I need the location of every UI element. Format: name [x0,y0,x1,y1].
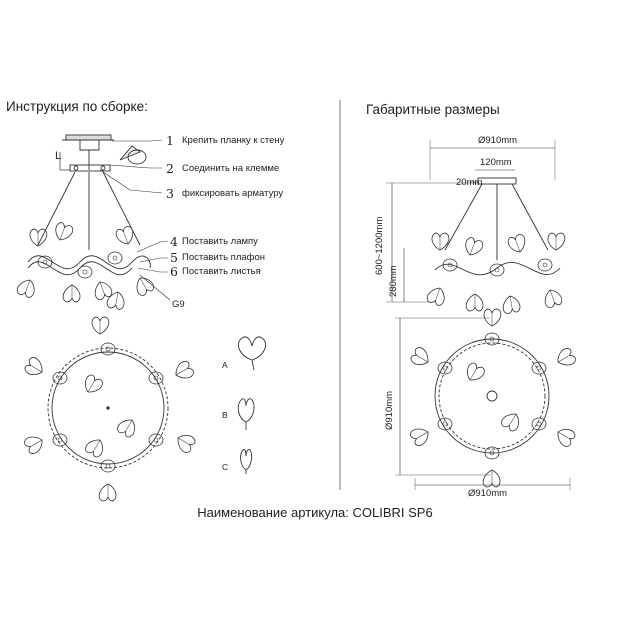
plan-depth-dim: Ø910mm [384,390,395,430]
article-caption: Наименование артикула: COLIBRI SP6 [197,505,433,520]
canopy-width-dim: 120mm [480,157,512,168]
step-3-number: 3 [166,186,174,201]
assembly-plan-view [22,316,198,502]
step-1-number: 1 [166,133,174,148]
step-3-text: фиксировать арматуру [182,188,284,199]
parts-legend [237,336,266,474]
ceiling-plate [65,134,112,141]
plan-width-dim: Ø910mm [468,488,508,499]
step-4-number: 4 [170,234,178,249]
part-b-label: B [222,410,228,420]
step-5-number: 5 [170,250,178,265]
step-2-number: 2 [166,161,174,176]
step-4-text: Поставить лампу [182,236,258,247]
body-height-dim: 280mm [388,265,399,297]
step-6-number: 6 [170,264,178,279]
step-6-text: Поставить листья [182,266,261,277]
assembly-heading: Инструкция по сборке: [6,99,148,114]
part-a-drawing [238,336,266,371]
part-b-drawing [237,398,255,430]
dimension-plan [395,308,578,490]
bracket-label: L [55,150,62,162]
step-5-text: Поставить плафон [182,252,265,263]
part-c-label: C [222,462,229,472]
top-width-dim: Ø910mm [478,135,518,146]
dimensions-heading: Габаритные размеры [366,102,500,117]
bulb-label: G9 [172,299,185,310]
canopy-depth-dim: 20mm [456,177,483,188]
step-2-text: Соединить на клемме [182,163,280,174]
dimension-elevation [386,140,566,315]
part-c-drawing [240,449,253,474]
assembly-side-view [15,134,171,311]
height-range-dim: 600~1200mm [374,216,385,275]
part-a-label: A [222,360,228,370]
step-1-text: Крепить планку к стену [182,135,285,146]
